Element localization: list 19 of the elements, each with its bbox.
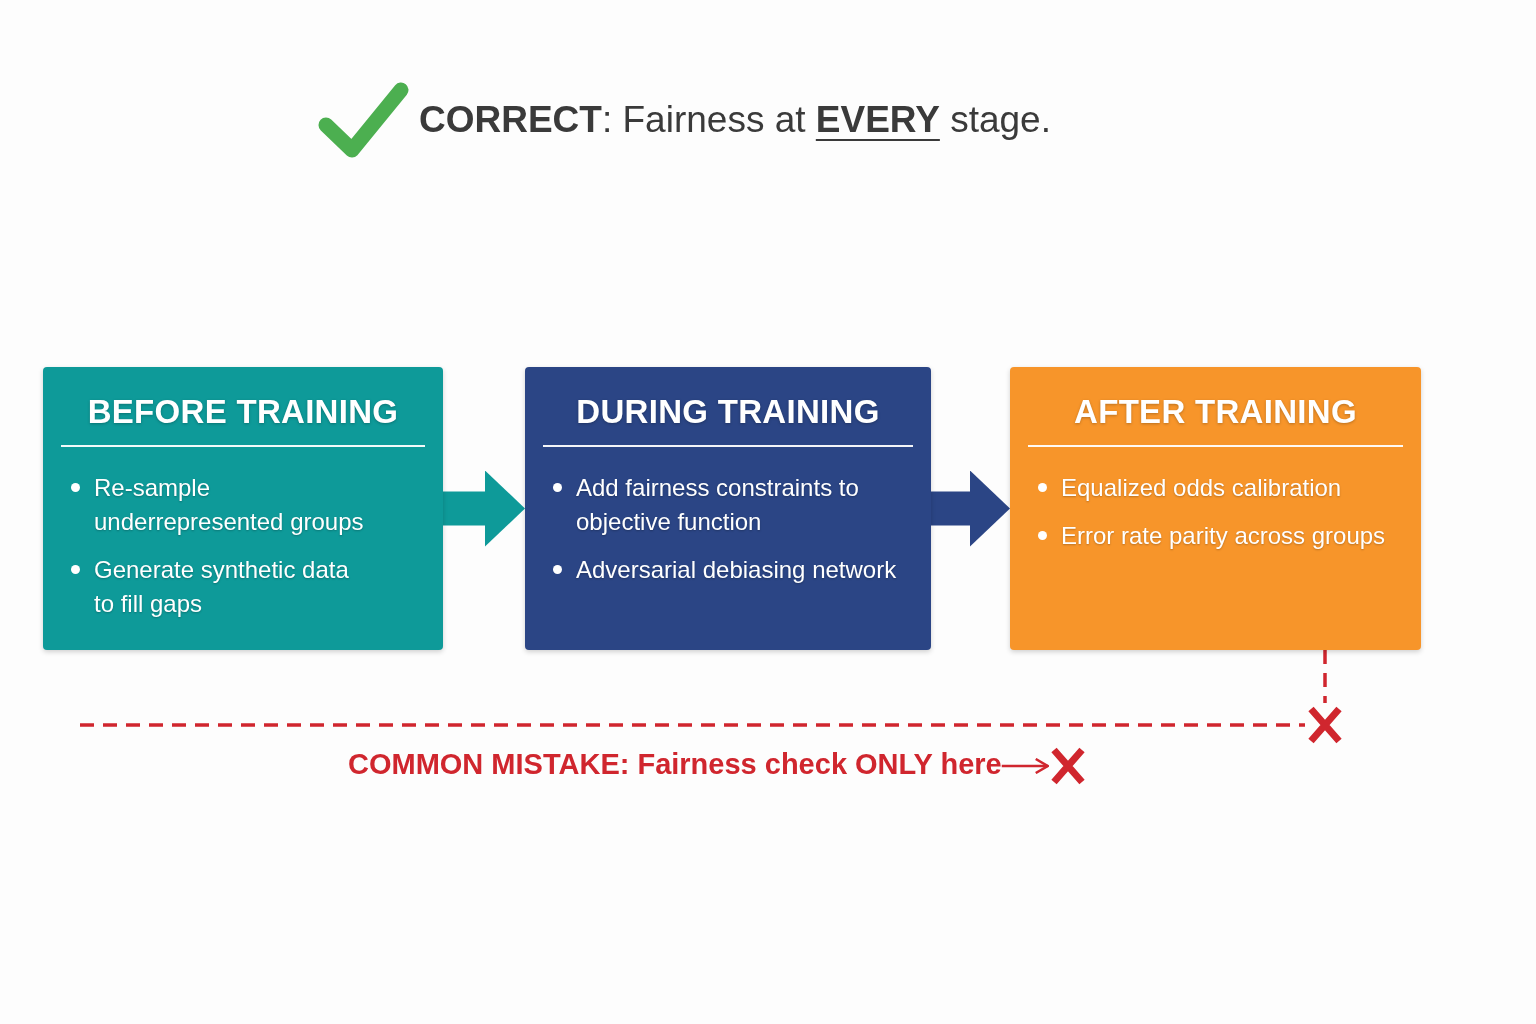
block-arrow (443, 470, 525, 547)
bullet-text: Equalized odds calibration (1038, 471, 1408, 505)
arrow (1001, 757, 1049, 775)
dashed-line (80, 723, 1305, 727)
card-heading: DURING TRAINING (576, 392, 880, 432)
stage-card (525, 367, 931, 650)
title: CORRECT: Fairness at EVERY stage. (419, 98, 1051, 142)
card-heading: AFTER TRAINING (1074, 392, 1357, 432)
stage-card (1010, 367, 1421, 650)
bullet-text: Generate synthetic data to fill gaps (71, 553, 371, 621)
bullet-text: Error rate parity across groups (1038, 519, 1408, 553)
dashed-line (1323, 650, 1327, 703)
block-arrow (931, 470, 1010, 547)
bullet-text: Re-sample underrepresented groups (71, 471, 371, 539)
warning-text: COMMON MISTAKE: Fairness check ONLY here (348, 745, 1002, 783)
bullet-text: Add fairness constraints to objective function (553, 471, 903, 539)
stage-card (43, 367, 443, 650)
bullet-text: Adversarial debiasing network (553, 553, 903, 587)
card-heading: BEFORE TRAINING (87, 392, 399, 432)
